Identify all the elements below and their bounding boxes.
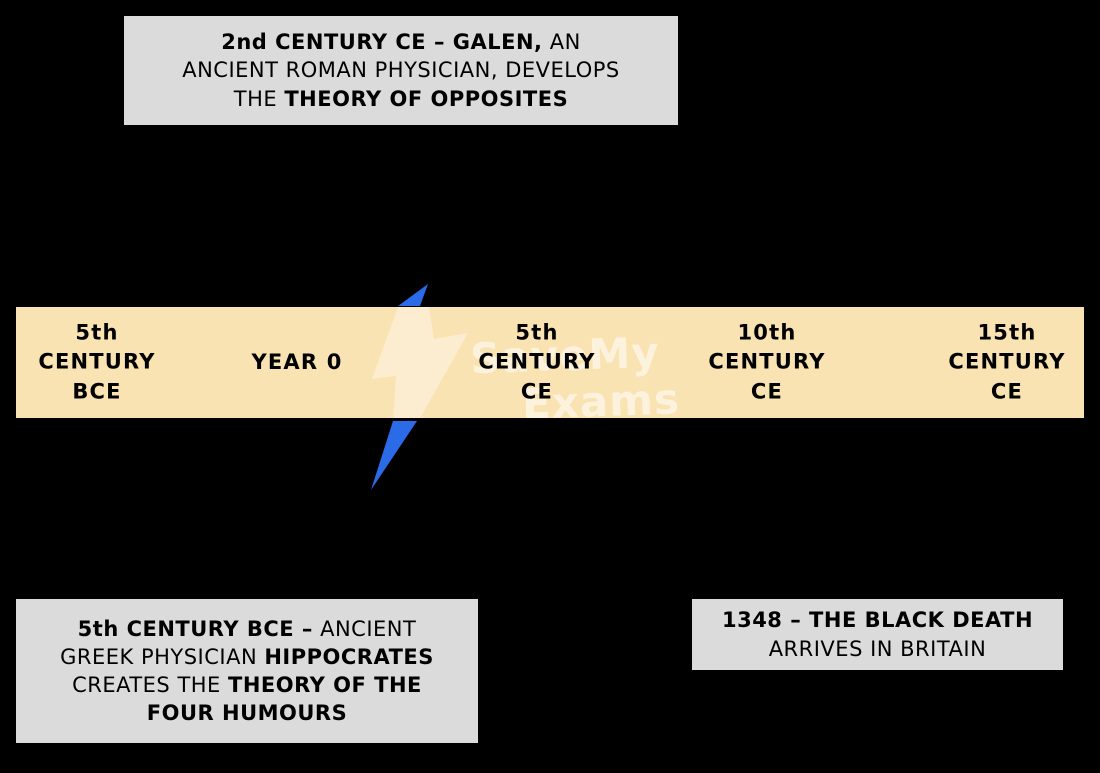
timeline-label-year-0: YEAR 0: [251, 349, 343, 374]
arrow-down-icon: [371, 421, 417, 490]
timeline-label-15th-century-ce: 15th CENTURY CE: [948, 319, 1066, 404]
timeline-label-5th-century-ce: 5th CENTURY CE: [478, 319, 596, 404]
arrow-up-icon: [398, 284, 428, 306]
watermark-bolt-icon: [372, 307, 468, 418]
timeline-label-5th-century-bce: 5th CENTURY BCE: [38, 319, 156, 404]
timeline-label-10th-century-ce: 10th CENTURY CE: [708, 319, 826, 404]
timeline-bar: SaveMy Exams 5th CENTURY BCE YEAR 0 5th …: [14, 305, 1086, 420]
